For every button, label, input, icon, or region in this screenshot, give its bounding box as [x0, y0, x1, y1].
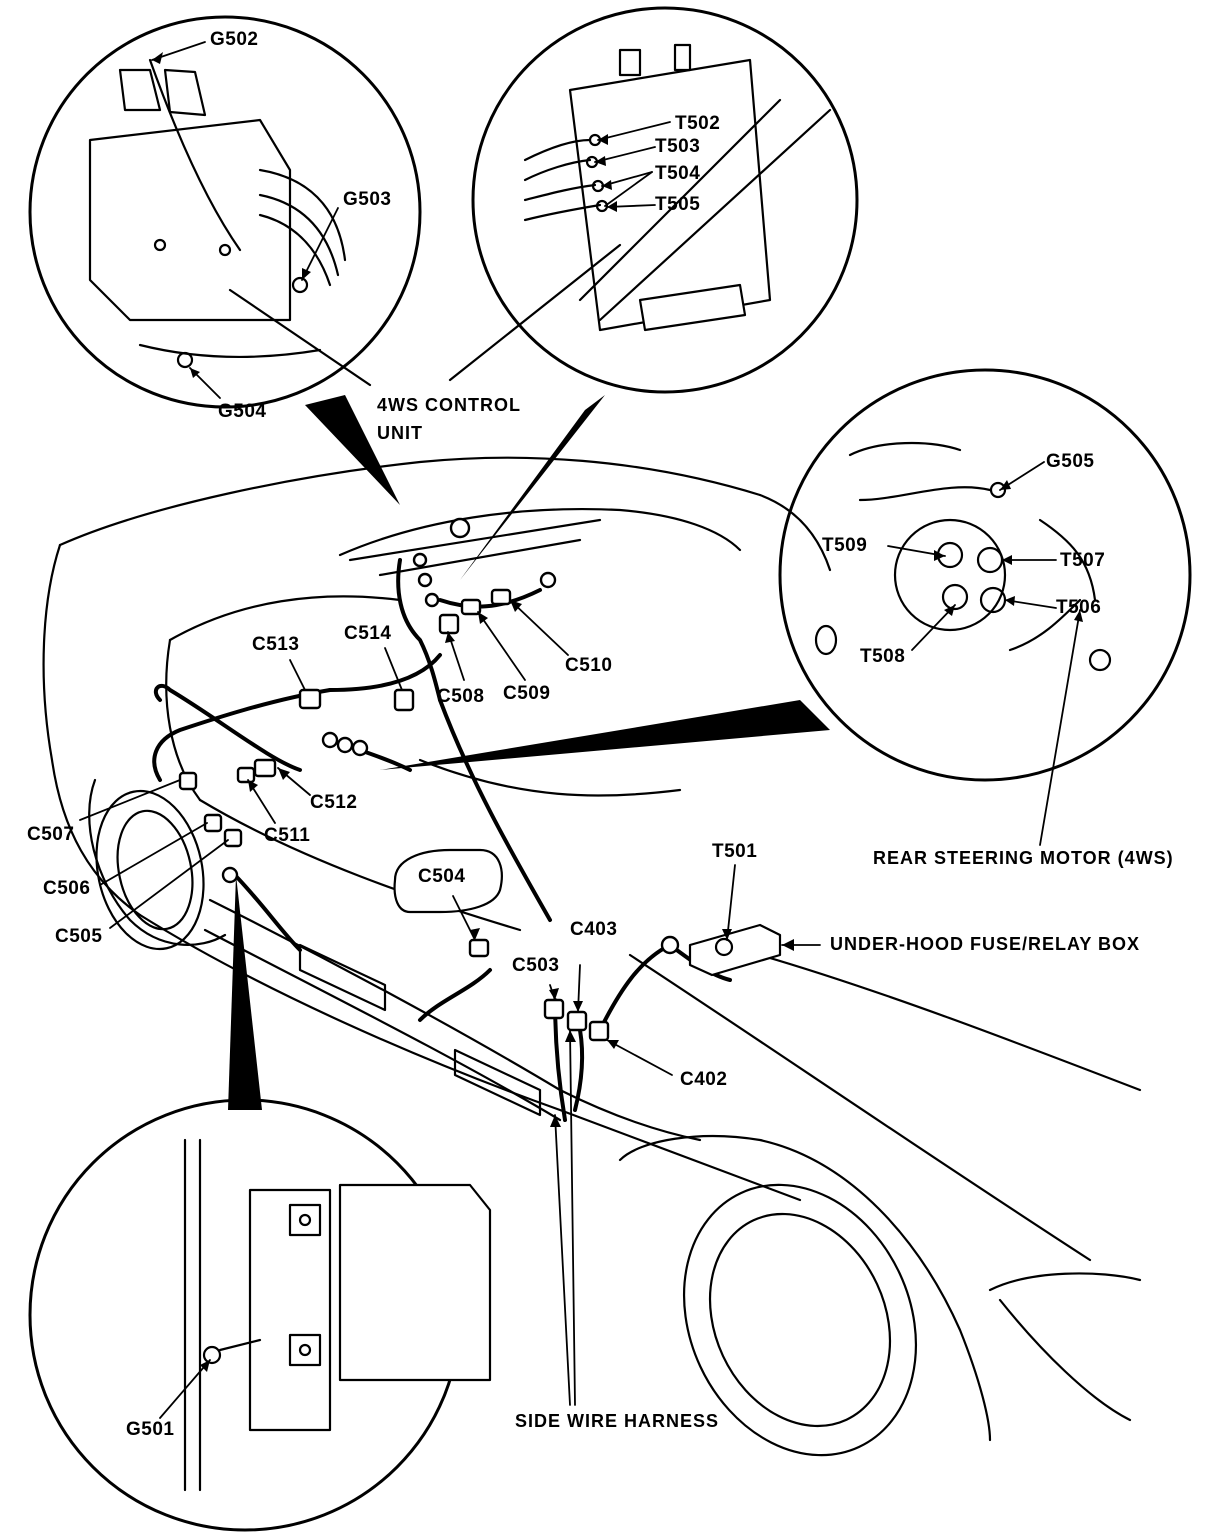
arrowheads [152, 52, 1083, 1372]
label-t502: T502 [675, 113, 721, 134]
fuse-relay-box [688, 923, 782, 977]
label-c512: C512 [310, 792, 358, 813]
car-body-outline [42, 456, 1142, 1262]
label-t505: T505 [655, 194, 701, 215]
label-c505: C505 [55, 926, 103, 947]
label-c510: C510 [565, 655, 613, 676]
label-c514: C514 [344, 623, 392, 644]
label-c509: C509 [503, 683, 551, 704]
label-g505: G505 [1046, 451, 1095, 472]
inset-g501 [28, 1098, 492, 1532]
label-control-unit-1: 4WS CONTROL [377, 395, 521, 415]
label-t504: T504 [655, 163, 701, 184]
label-side-harness: SIDE WIRE HARNESS [515, 1411, 720, 1431]
c504-bubble [393, 848, 503, 914]
label-t508: T508 [860, 646, 906, 667]
inset-control-unit-left [28, 15, 422, 409]
label-c503: C503 [512, 955, 560, 976]
inset-control-unit-right [448, 6, 859, 394]
label-fuse-box: UNDER-HOOD FUSE/RELAY BOX [830, 934, 1141, 954]
label-c506: C506 [43, 878, 91, 899]
label-c504: C504 [418, 866, 466, 887]
label-g502: G502 [210, 29, 259, 50]
label-c402: C402 [680, 1069, 728, 1090]
label-g504: G504 [218, 401, 267, 422]
label-t506: T506 [1056, 597, 1102, 618]
label-g501: G501 [126, 1419, 175, 1440]
label-g503: G503 [343, 189, 392, 210]
side-sill [203, 898, 702, 1142]
inset-rear-steering-motor [778, 368, 1192, 782]
label-c507: C507 [27, 824, 75, 845]
connectors [178, 517, 680, 1042]
label-c513: C513 [252, 634, 300, 655]
label-c403: C403 [570, 919, 618, 940]
front-wheel [618, 1135, 1142, 1457]
label-c508: C508 [437, 686, 485, 707]
rear-wheel [88, 778, 227, 951]
label-rear-motor: REAR STEERING MOTOR (4WS) [873, 848, 1174, 868]
label-c511: C511 [264, 825, 311, 846]
label-t501: T501 [712, 841, 758, 862]
leader-lines [79, 41, 1081, 1419]
label-control-unit-2: UNIT [377, 423, 423, 443]
label-t507: T507 [1060, 550, 1106, 571]
label-t509: T509 [822, 535, 868, 556]
inset-pointers [228, 395, 830, 1110]
label-t503: T503 [655, 136, 701, 157]
